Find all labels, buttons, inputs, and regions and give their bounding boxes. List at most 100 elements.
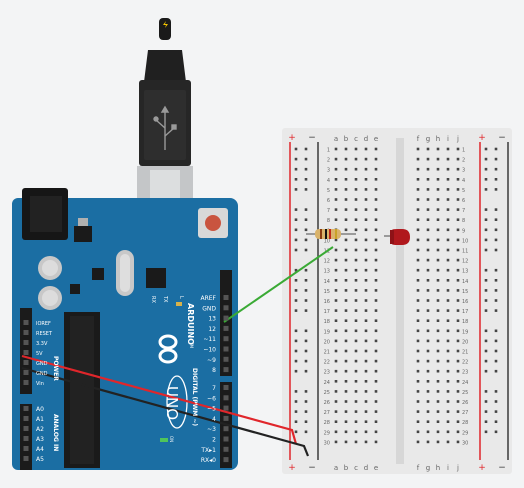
rail-hole[interactable] [494,339,498,343]
rail-hole[interactable] [304,410,308,413]
breadboard-hole[interactable] [446,380,450,383]
breadboard-hole[interactable] [416,410,420,413]
breadboard-hole[interactable] [364,339,368,343]
breadboard-hole[interactable] [426,359,430,363]
breadboard-hole[interactable] [456,279,460,282]
breadboard-hole[interactable] [436,319,440,322]
header-pin[interactable] [23,436,29,441]
rail-hole[interactable] [484,390,488,393]
breadboard-hole[interactable] [364,289,368,292]
header-pin[interactable] [223,367,229,373]
breadboard-hole[interactable] [334,268,338,272]
breadboard-hole[interactable] [364,329,368,333]
breadboard-hole[interactable] [364,208,368,211]
breadboard-hole[interactable] [344,329,348,333]
breadboard-hole[interactable] [446,208,450,211]
breadboard-hole[interactable] [334,440,338,444]
breadboard-hole[interactable] [364,198,368,201]
breadboard-hole[interactable] [374,157,378,161]
breadboard-hole[interactable] [344,319,348,322]
breadboard-hole[interactable] [446,178,450,181]
rail-hole[interactable] [304,157,308,161]
breadboard-hole[interactable] [374,268,378,272]
breadboard-hole[interactable] [436,329,440,333]
breadboard-hole[interactable] [364,218,368,221]
breadboard-hole[interactable] [436,289,440,292]
rail-hole[interactable] [494,268,498,272]
breadboard-hole[interactable] [446,228,450,232]
header-pin[interactable] [23,406,29,411]
breadboard-hole[interactable] [436,147,440,151]
breadboard-hole[interactable] [436,178,440,181]
rail-hole[interactable] [304,238,308,242]
breadboard-hole[interactable] [456,167,460,171]
breadboard-hole[interactable] [416,440,420,444]
rail-hole[interactable] [294,147,298,151]
rail-hole[interactable] [494,299,498,302]
breadboard-hole[interactable] [344,258,348,262]
breadboard-hole[interactable] [456,289,460,292]
rail-hole[interactable] [304,339,308,343]
breadboard-hole[interactable] [446,248,450,252]
breadboard-hole[interactable] [374,309,378,312]
header-pin[interactable] [23,320,29,325]
breadboard-hole[interactable] [354,167,358,171]
rail-hole[interactable] [294,339,298,343]
breadboard-hole[interactable] [374,228,378,232]
breadboard-hole[interactable] [426,178,430,181]
breadboard-hole[interactable] [426,147,430,151]
breadboard-hole[interactable] [374,178,378,181]
breadboard-hole[interactable] [344,167,348,171]
breadboard-hole[interactable] [446,319,450,322]
breadboard-hole[interactable] [344,390,348,393]
rail-hole[interactable] [304,248,308,252]
header-pin[interactable] [223,305,229,311]
breadboard-hole[interactable] [416,248,420,252]
breadboard-hole[interactable] [344,228,348,232]
breadboard-hole[interactable] [344,157,348,161]
breadboard-hole[interactable] [446,268,450,272]
breadboard-hole[interactable] [426,268,430,272]
breadboard-hole[interactable] [416,167,420,171]
rail-hole[interactable] [494,248,498,252]
breadboard-hole[interactable] [374,400,378,403]
rail-hole[interactable] [484,299,488,302]
breadboard-hole[interactable] [426,258,430,262]
breadboard-hole[interactable] [364,369,368,373]
breadboard-hole[interactable] [456,268,460,272]
breadboard-hole[interactable] [354,349,358,353]
breadboard-hole[interactable] [446,167,450,171]
reset-button[interactable] [198,208,228,238]
rail-hole[interactable] [294,299,298,302]
rail-hole[interactable] [484,369,488,373]
rail-hole[interactable] [304,430,308,434]
breadboard-hole[interactable] [416,319,420,322]
header-pin[interactable] [223,426,229,432]
breadboard-hole[interactable] [354,420,358,423]
rail-hole[interactable] [304,289,308,292]
rail-hole[interactable] [304,390,308,393]
breadboard-hole[interactable] [344,299,348,302]
rail-hole[interactable] [484,410,488,413]
header-pin[interactable] [223,436,229,442]
breadboard-hole[interactable] [456,218,460,221]
rail-hole[interactable] [484,178,488,181]
breadboard-hole[interactable] [436,410,440,413]
breadboard-hole[interactable] [426,238,430,242]
breadboard-hole[interactable] [436,208,440,211]
breadboard-hole[interactable] [344,430,348,434]
header-pin[interactable] [23,330,29,335]
breadboard-hole[interactable] [416,299,420,302]
rail-hole[interactable] [484,208,488,211]
breadboard-hole[interactable] [354,299,358,302]
rail-hole[interactable] [484,167,488,171]
breadboard-hole[interactable] [374,359,378,363]
breadboard-hole[interactable] [436,380,440,383]
rail-hole[interactable] [494,218,498,221]
breadboard-hole[interactable] [334,188,338,191]
breadboard-hole[interactable] [456,147,460,151]
breadboard-hole[interactable] [446,420,450,423]
breadboard-holes[interactable] [294,147,498,444]
breadboard-hole[interactable] [374,208,378,211]
breadboard-hole[interactable] [456,258,460,262]
